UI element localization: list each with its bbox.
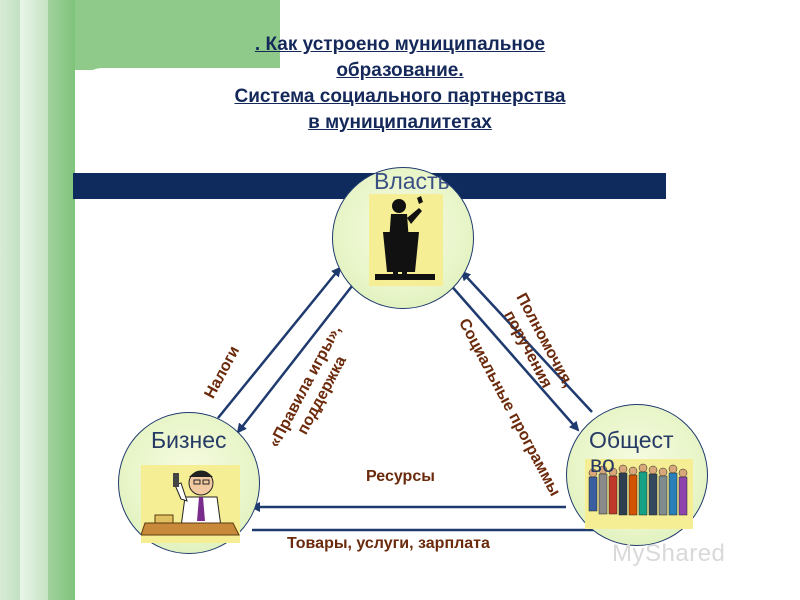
top-green-block xyxy=(75,0,280,70)
arrow-society-to-government xyxy=(460,270,593,413)
businessman-at-desk-icon xyxy=(141,465,240,543)
title-line-4: в муниципалитетах xyxy=(308,112,492,133)
left-decor-stripe xyxy=(20,0,48,600)
title-line-2: образование. xyxy=(336,60,464,81)
arrow-business-to-government xyxy=(217,266,342,419)
edge-label-resources: Ресурсы xyxy=(366,468,435,485)
title-line-3: Система социального партнерства xyxy=(234,86,566,107)
arrow-government-to-business xyxy=(236,285,353,434)
watermark-logo: MyShared xyxy=(612,540,726,567)
business-label: Бизнес xyxy=(151,427,227,453)
arrow-government-to-society xyxy=(447,281,580,432)
speaker-at-podium-icon xyxy=(369,194,443,286)
society-label-line-2: во xyxy=(590,451,615,477)
crowd-of-people-icon xyxy=(585,459,693,529)
edge-label-goods: Товары, услуги, зарплата xyxy=(287,535,490,552)
title-line-1: . Как устроено муниципальное xyxy=(254,34,546,55)
government-label: Власть xyxy=(374,168,450,194)
slide-title: . Как устроено муниципальное образование… xyxy=(180,32,620,136)
society-label-line-1: Общест xyxy=(589,427,674,453)
